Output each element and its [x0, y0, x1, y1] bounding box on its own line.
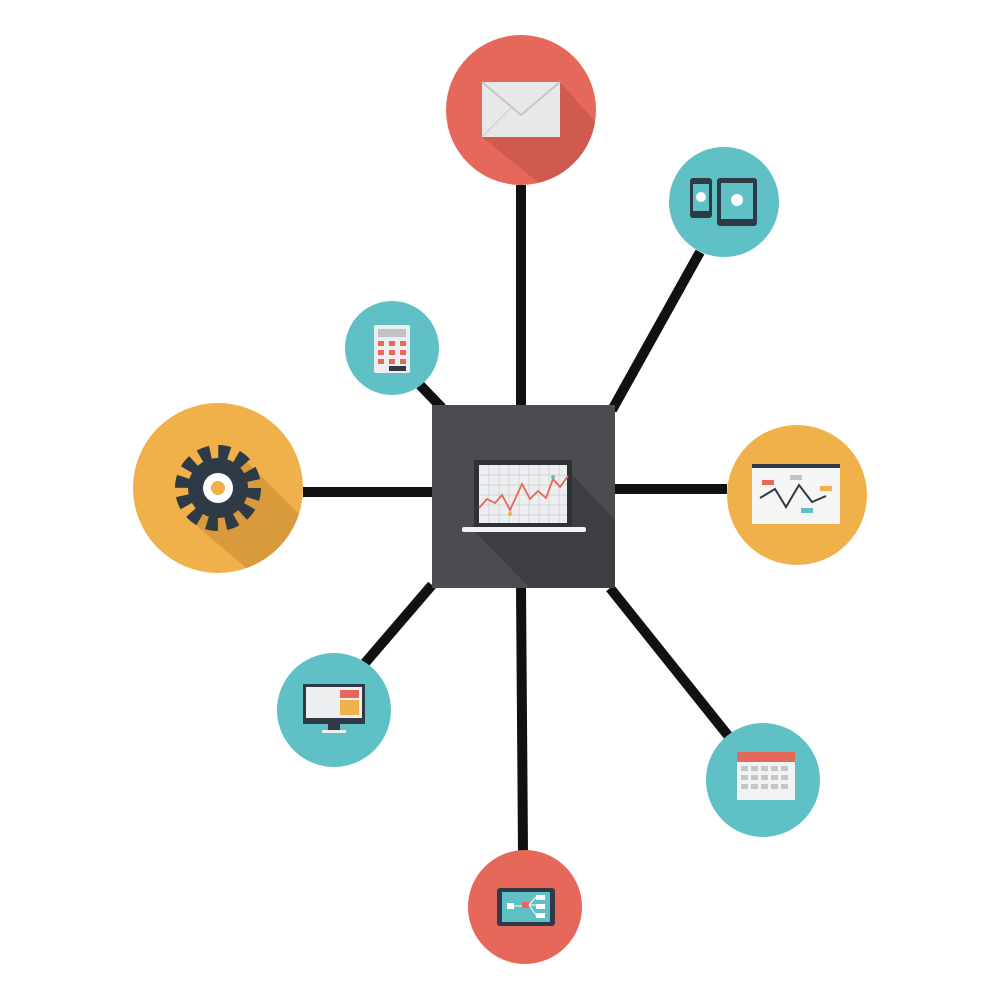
envelope-icon: [481, 81, 561, 138]
connector-desktop: [361, 581, 436, 667]
connectors: [303, 185, 734, 853]
presentation-board-icon: [752, 464, 840, 524]
node-devices[interactable]: [669, 147, 779, 257]
node-desktop[interactable]: [277, 653, 391, 767]
node-mail[interactable]: [446, 35, 620, 200]
hub-laptop-chart: [432, 405, 615, 588]
node-settings[interactable]: [133, 403, 305, 580]
node-flowchart[interactable]: [468, 850, 582, 964]
laptop-chart-icon: [462, 460, 586, 532]
node-calendar[interactable]: [706, 723, 820, 837]
phone-tablet-icon: [690, 178, 757, 226]
gear-icon: [175, 445, 261, 531]
tablet-flowchart-icon: [497, 888, 555, 926]
monitor-icon: [303, 684, 365, 733]
connector-calendar: [606, 584, 734, 742]
connector-flowchart: [516, 587, 528, 853]
connector-devices: [607, 249, 705, 413]
calculator-icon: [374, 325, 410, 373]
connector-calculator: [416, 381, 446, 412]
node-calculator[interactable]: [345, 301, 439, 395]
calendar-icon: [737, 752, 795, 800]
node-presentation[interactable]: [727, 425, 867, 565]
